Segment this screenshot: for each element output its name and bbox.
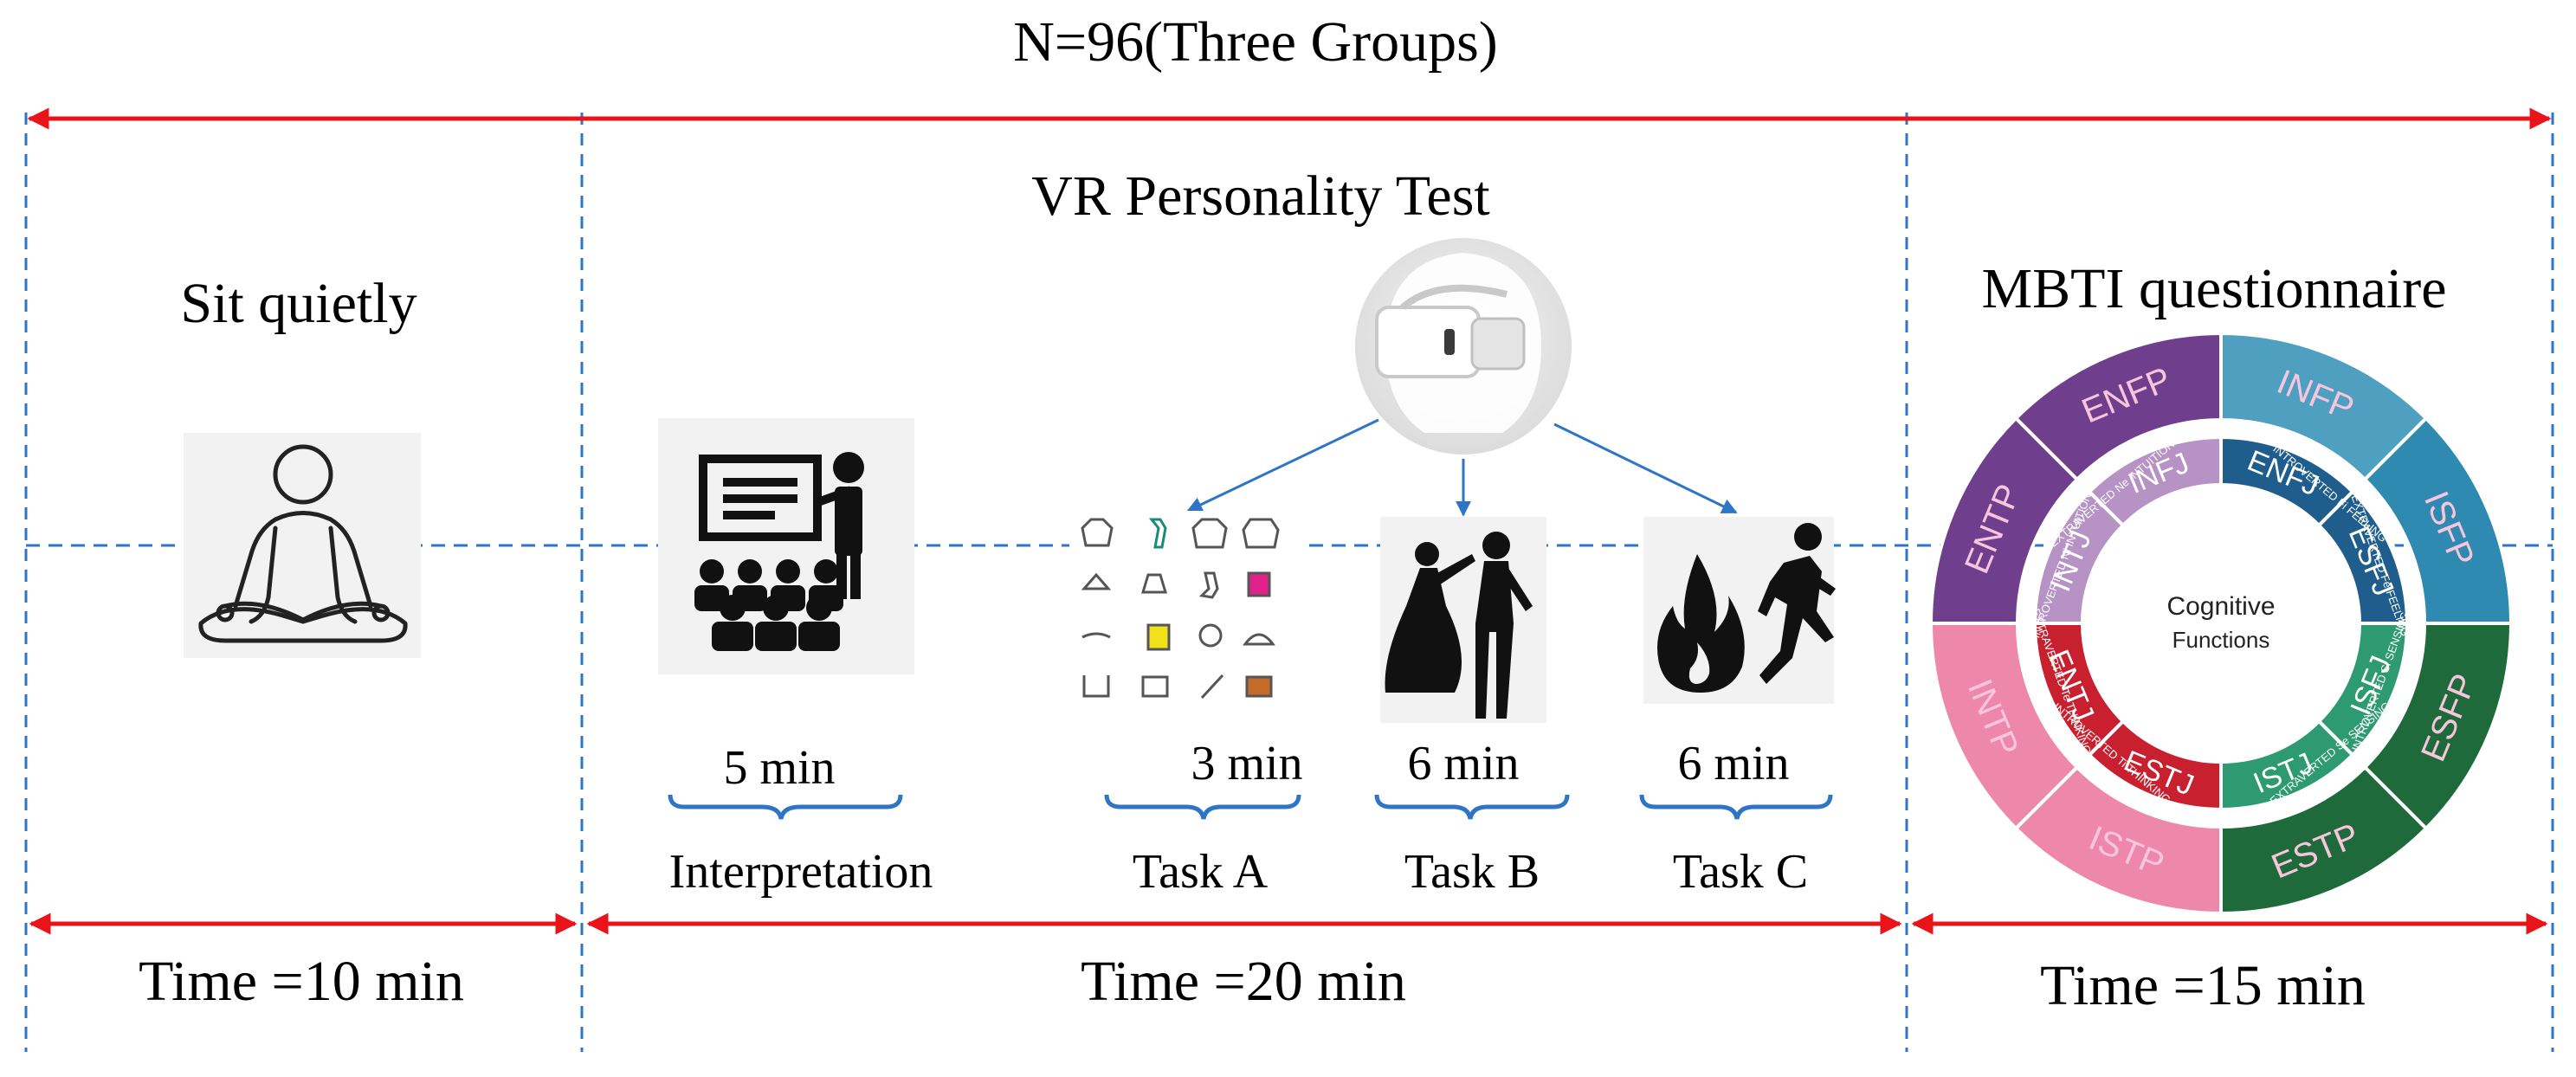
phase-dividers: [24, 113, 2554, 1052]
label-task-c: Task C: [1673, 845, 1808, 899]
brace-task-a: [1104, 794, 1301, 820]
presentation-icon: [658, 418, 914, 674]
label-task-b: Task B: [1404, 845, 1540, 899]
inner-segment-intj: [2032, 489, 2126, 625]
brace-task-b: [1374, 794, 1570, 820]
step-task-c: 6 min Task C: [1639, 737, 1833, 899]
duration-task-c: 6 min: [1677, 737, 1789, 790]
heading-vr-test: VR Personality Test: [1031, 164, 1489, 228]
label-interpretation: Interpretation: [669, 845, 933, 899]
brace-interpretation: [668, 794, 903, 820]
duration-task-a: 3 min: [1191, 737, 1302, 790]
duration-task-b: 6 min: [1407, 737, 1519, 790]
brace-task-c: [1639, 794, 1833, 820]
duration-vr: Time =20 min: [1081, 950, 1406, 1013]
fire-escape-icon: [1643, 517, 1836, 704]
wheel-center-line-2: Functions: [2172, 627, 2270, 653]
step-task-b: 6 min Task B: [1374, 737, 1570, 899]
heading-mbti: MBTI questionnaire: [1981, 257, 2446, 320]
dancing-couple-icon: [1380, 517, 1546, 723]
headset-connectors: [1186, 418, 1738, 517]
meditation-icon: [184, 433, 421, 658]
wheel-center-line-1: Cognitive: [2166, 592, 2275, 621]
clothing-items-icon: [1069, 511, 1303, 712]
step-interpretation: 5 min Interpretation: [668, 741, 933, 899]
arrow-to-task-a: [1186, 418, 1379, 513]
heading-sit-quietly: Sit quietly: [180, 272, 416, 335]
wheel-center: [2129, 532, 2313, 715]
step-task-a: 3 min Task A: [1104, 737, 1303, 899]
duration-rest: Time =10 min: [139, 950, 464, 1013]
vr-headset-icon: [1355, 238, 1572, 455]
label-task-a: Task A: [1133, 845, 1269, 899]
duration-interpretation: 5 min: [723, 741, 835, 795]
duration-mbti: Time =15 min: [2040, 954, 2366, 1017]
outer-segment-entp: [1928, 416, 2080, 625]
diagram-title: N=96(Three Groups): [1013, 10, 1498, 74]
arrow-to-task-c: [1553, 422, 1738, 514]
